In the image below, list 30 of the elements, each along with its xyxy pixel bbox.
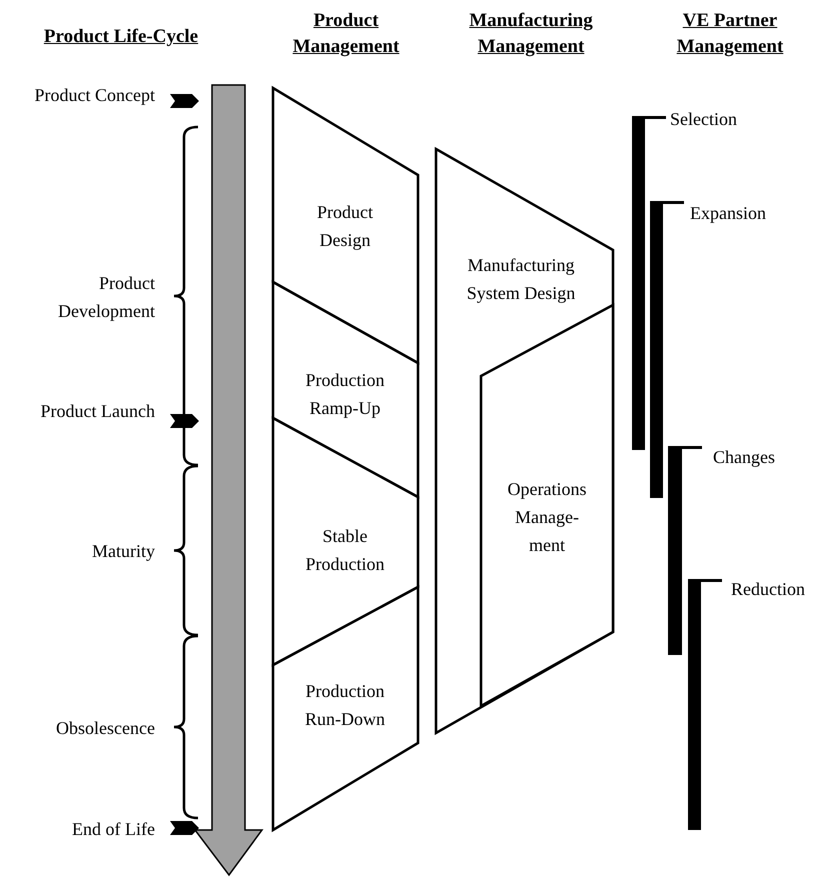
stage-label: Production Run-Down [304, 680, 386, 731]
partner-phase-bar [668, 446, 702, 655]
stage-panel [273, 88, 418, 363]
stage-panel [273, 418, 418, 665]
stage-label: Manufacturing System Design [466, 254, 576, 305]
phase-label: Product Launch [40, 400, 155, 423]
partner-phase-bar [632, 116, 666, 450]
stage-panel [436, 149, 613, 733]
phase-label: Expansion [690, 202, 766, 225]
stage-panel [273, 587, 418, 830]
phase-label: Product Development [57, 272, 155, 323]
column-heading: Product Management [292, 9, 400, 59]
stage-panel [273, 282, 418, 497]
stage-panel [481, 305, 613, 706]
phase-label: End of Life [71, 818, 155, 841]
phase-label: Maturity [91, 540, 155, 563]
phase-label: Obsolescence [55, 717, 155, 740]
phase-label: Changes [713, 446, 775, 469]
column-heading: Manufacturing Management [468, 9, 594, 59]
phase-label: Selection [670, 108, 737, 131]
stage-label: Operations Manage- ment [506, 478, 588, 557]
phase-label: Reduction [731, 578, 805, 601]
stage-label: Production Ramp-Up [304, 369, 386, 420]
stage-label: Stable Production [304, 525, 386, 576]
column-heading: VE Partner Management [676, 9, 784, 59]
partner-phase-bar [650, 201, 684, 498]
column-heading: Product Life-Cycle [42, 25, 200, 49]
phase-label: Product Concept [34, 84, 155, 107]
partner-phase-bar [688, 579, 722, 830]
stage-label: Product Design [316, 201, 374, 252]
